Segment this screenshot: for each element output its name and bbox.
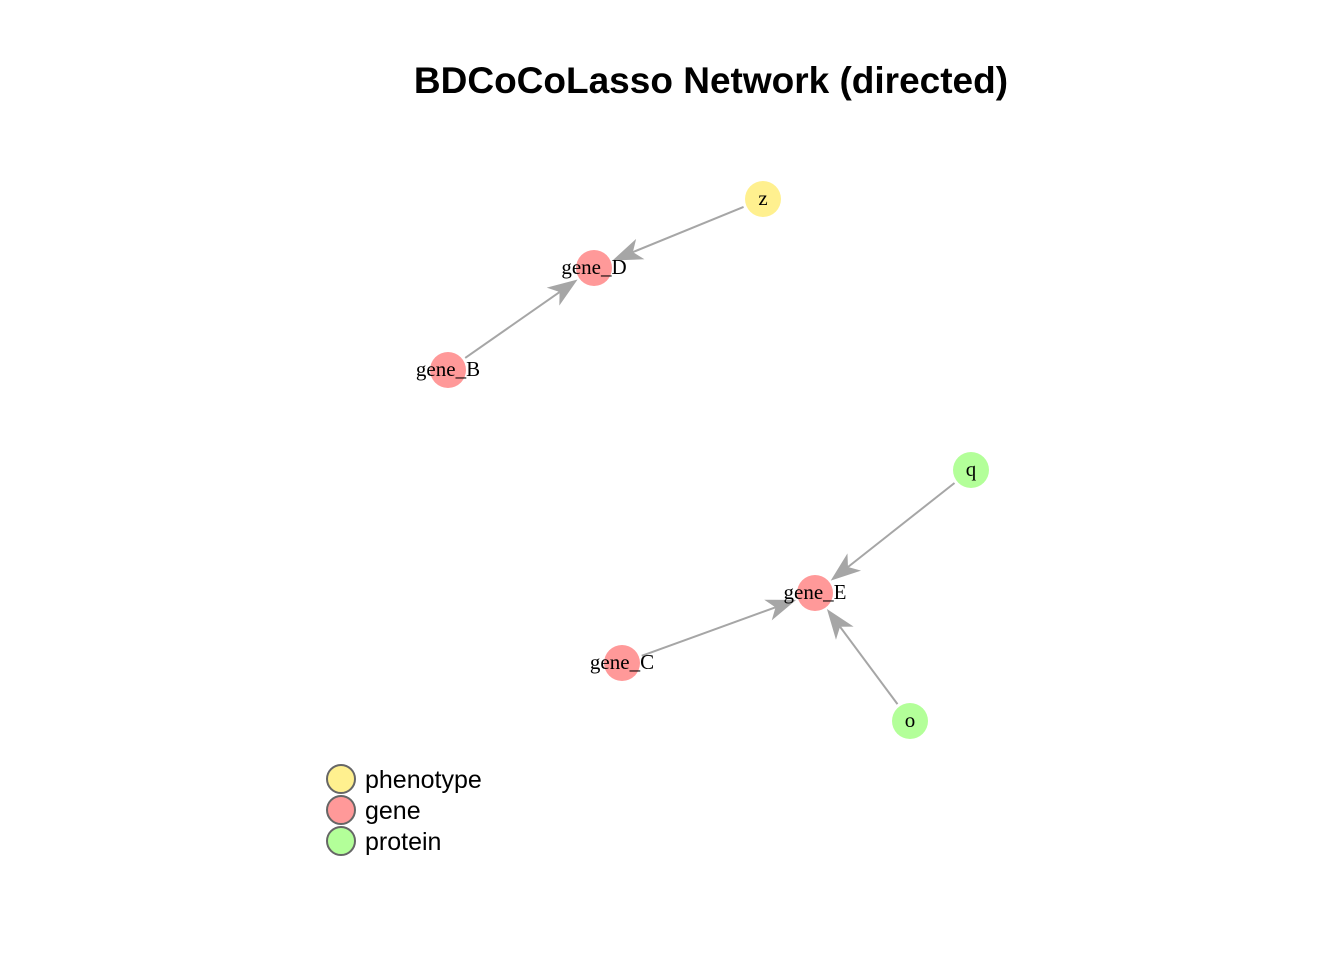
phenotype-node-circle: [745, 181, 781, 217]
legend-item-protein: protein: [326, 826, 441, 856]
nodes-layer: z gene_D gene_Bq gene_E gene_Co: [416, 181, 989, 739]
gene-node-circle: [430, 352, 466, 388]
edge-q-to-gene_E: [830, 482, 956, 581]
gene-node-circle: [604, 645, 640, 681]
edge-z-to-gene_D: [612, 206, 744, 261]
node-label: gene_C: [590, 650, 654, 674]
edge-line: [632, 206, 744, 254]
protein-node-circle: [892, 703, 928, 739]
legend-label: gene: [365, 797, 421, 825]
node-o: o: [892, 703, 928, 739]
edge-line: [641, 606, 776, 657]
arrowhead-icon: [830, 553, 862, 581]
edges-layer: [464, 206, 956, 705]
legend-item-phenotype: phenotype: [326, 764, 482, 794]
node-gene_C: gene_C: [590, 645, 654, 681]
legend-label: protein: [365, 828, 441, 856]
arrowhead-icon: [826, 609, 854, 640]
node-q: q: [953, 452, 989, 488]
protein-node-circle: [953, 452, 989, 488]
legend-swatch: [326, 826, 356, 856]
edge-line: [839, 626, 899, 705]
arrowhead-icon: [764, 599, 797, 621]
edge-o-to-gene_E: [826, 609, 899, 705]
diagram-title: BDCoCoLasso Network (directed): [414, 60, 1008, 101]
legend-item-gene: gene: [326, 795, 421, 825]
edge-gene_C-to-gene_E: [641, 599, 797, 657]
node-label: q: [966, 457, 977, 481]
edge-line: [464, 291, 561, 359]
arrowhead-icon: [546, 279, 578, 306]
node-z: z: [745, 181, 781, 217]
edge-gene_B-to-gene_D: [464, 279, 578, 359]
legend-label: phenotype: [365, 766, 482, 794]
node-gene_D: gene_D: [561, 250, 627, 286]
node-label: gene_B: [416, 357, 480, 381]
node-label: gene_E: [784, 580, 847, 604]
gene-node-circle: [576, 250, 612, 286]
legend-swatch: [326, 795, 356, 825]
node-label: o: [905, 708, 916, 732]
node-gene_E: gene_E: [784, 575, 847, 611]
node-label: gene_D: [561, 255, 626, 279]
edge-line: [847, 482, 956, 568]
gene-node-circle: [797, 575, 833, 611]
legend-swatch: [326, 764, 356, 794]
arrowhead-icon: [612, 238, 645, 261]
node-gene_B: gene_B: [416, 352, 480, 388]
node-label: z: [758, 186, 767, 210]
legend: phenotype gene protein: [326, 764, 482, 856]
